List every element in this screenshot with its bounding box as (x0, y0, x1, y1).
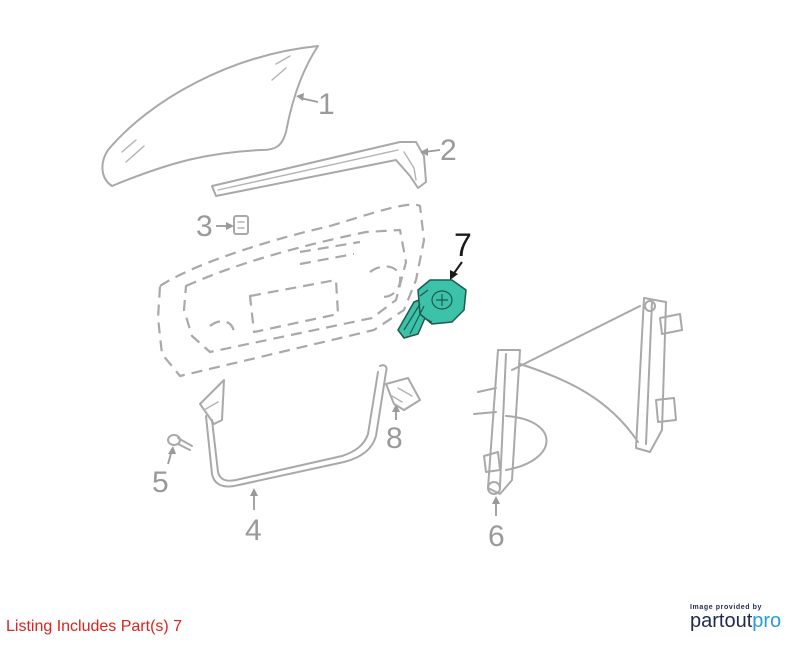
window-motor-part (397, 279, 467, 339)
callout-2: 2 (440, 134, 457, 167)
callout-8: 8 (386, 422, 403, 455)
weatherstrip-part (199, 364, 388, 488)
callout-1: 1 (318, 88, 335, 121)
callout-5: 5 (152, 466, 169, 499)
callout-3: 3 (196, 210, 213, 243)
listing-note: Listing Includes Part(s) 7 (6, 618, 183, 635)
glass-run-channel-part (211, 141, 427, 197)
callout-6: 6 (488, 520, 505, 553)
door-inner-panel (156, 203, 426, 378)
brand-name-part2: pro (752, 610, 782, 632)
brand-wordmark: partoutpro (690, 610, 795, 633)
callout-7: 7 (454, 227, 472, 263)
bolt-part (167, 434, 193, 451)
door-glass-part (101, 45, 319, 187)
brand-logo: Image provided by partoutpro (690, 604, 795, 633)
clip-part (233, 215, 249, 235)
brand-name-part1: partout (690, 610, 753, 632)
callout-4: 4 (245, 514, 262, 547)
brand-caption: Image provided by (690, 604, 763, 611)
window-regulator-part (473, 297, 683, 495)
bracket-part (385, 377, 421, 411)
